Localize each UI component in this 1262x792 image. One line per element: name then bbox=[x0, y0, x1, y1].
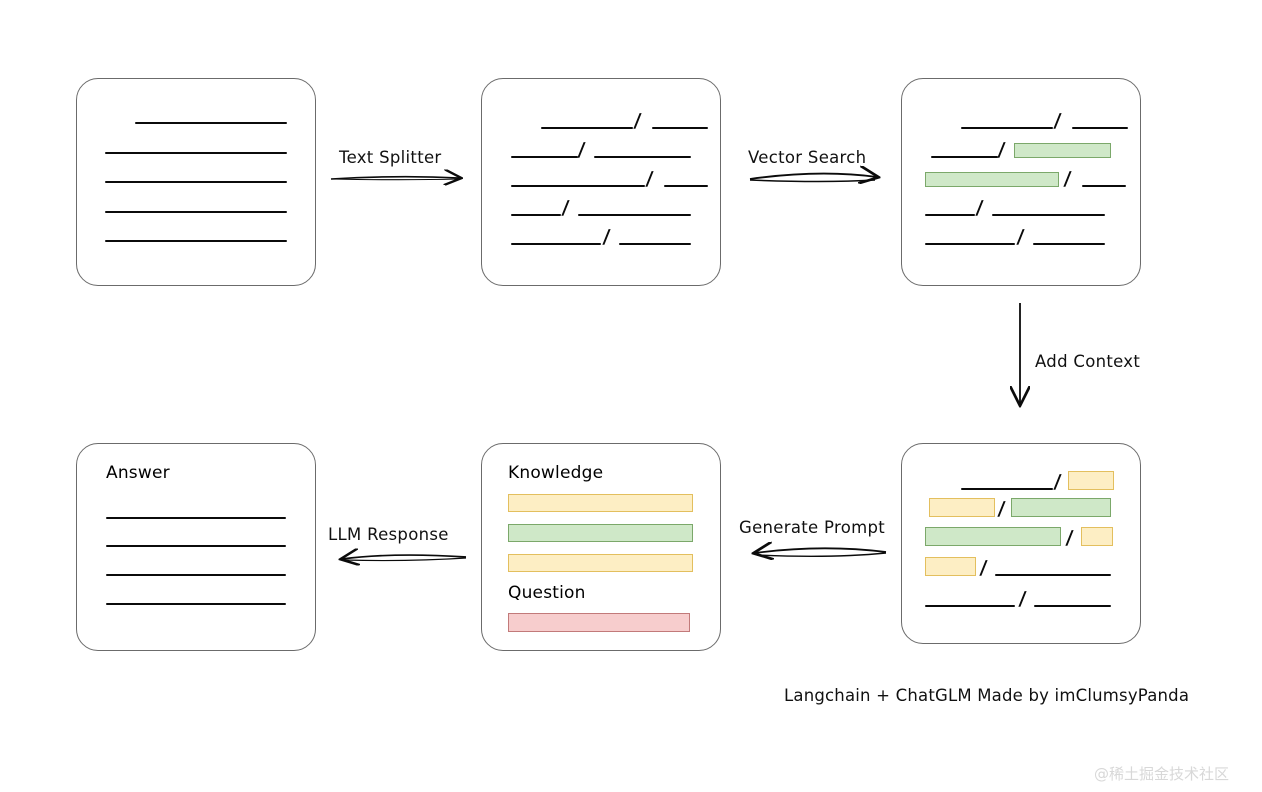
text-line bbox=[961, 488, 1053, 490]
edge-add-context-label: Add Context bbox=[1035, 352, 1141, 371]
highlight-yellow bbox=[925, 557, 976, 576]
text-line bbox=[106, 517, 286, 519]
text-line bbox=[1033, 243, 1105, 245]
text-line bbox=[511, 185, 645, 187]
text-line bbox=[931, 156, 998, 158]
text-line bbox=[961, 127, 1053, 129]
text-line bbox=[619, 243, 691, 245]
text-line bbox=[1082, 185, 1126, 187]
prompt-bar-green bbox=[508, 524, 693, 542]
answer-box[interactable] bbox=[76, 443, 316, 651]
text-line bbox=[135, 122, 287, 124]
highlight-yellow bbox=[929, 498, 995, 517]
highlight-green bbox=[925, 527, 1061, 546]
text-line bbox=[105, 181, 287, 183]
question-label: Question bbox=[508, 583, 586, 603]
text-line bbox=[652, 127, 708, 129]
text-line bbox=[594, 156, 691, 158]
prompt-bar-yellow bbox=[508, 494, 693, 512]
text-line bbox=[106, 545, 286, 547]
text-line bbox=[511, 243, 601, 245]
prompt-bar-red bbox=[508, 613, 690, 632]
text-line bbox=[1034, 605, 1111, 607]
highlight-yellow bbox=[1081, 527, 1113, 546]
highlight-yellow bbox=[1068, 471, 1114, 490]
text-line bbox=[105, 240, 287, 242]
prompt-bar-yellow bbox=[508, 554, 693, 572]
text-line bbox=[511, 156, 578, 158]
text-line bbox=[541, 127, 633, 129]
text-line bbox=[578, 214, 691, 216]
highlight-green bbox=[1011, 498, 1111, 517]
text-line bbox=[1072, 127, 1128, 129]
diagram-caption: Langchain + ChatGLM Made by imClumsyPand… bbox=[784, 686, 1190, 705]
highlight-green bbox=[1014, 143, 1111, 158]
text-line bbox=[925, 243, 1015, 245]
highlight-green bbox=[925, 172, 1059, 187]
text-line bbox=[105, 211, 287, 213]
text-line bbox=[511, 214, 561, 216]
text-line bbox=[992, 214, 1105, 216]
text-line bbox=[106, 603, 286, 605]
text-line bbox=[664, 185, 708, 187]
text-line bbox=[105, 152, 287, 154]
edge-llm-response-label: LLM Response bbox=[328, 525, 449, 544]
chunks-box[interactable] bbox=[481, 78, 721, 286]
text-line bbox=[995, 574, 1111, 576]
knowledge-label: Knowledge bbox=[508, 463, 604, 483]
edge-generate-prompt-label: Generate Prompt bbox=[739, 518, 885, 537]
text-line bbox=[925, 605, 1015, 607]
text-line bbox=[106, 574, 286, 576]
text-line bbox=[925, 214, 975, 216]
answer-label: Answer bbox=[106, 463, 170, 483]
watermark: @稀土掘金技术社区 bbox=[1094, 765, 1230, 783]
edge-text-splitter-label: Text Splitter bbox=[339, 148, 442, 167]
edge-vector-search-label: Vector Search bbox=[748, 148, 867, 167]
